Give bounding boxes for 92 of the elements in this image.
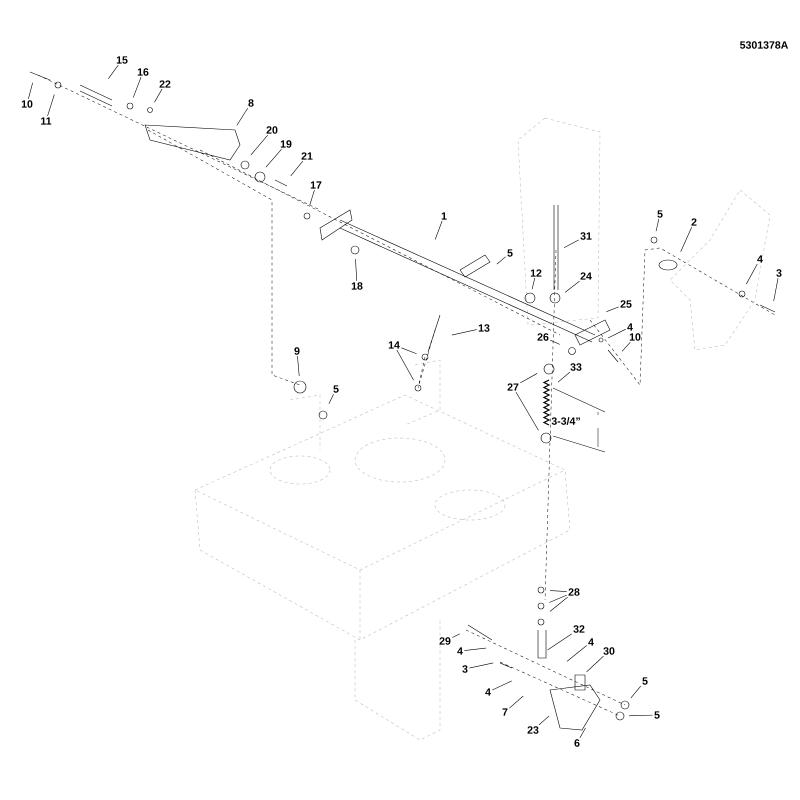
leader-line <box>28 82 33 100</box>
callout-number: 26 <box>538 333 548 341</box>
leader-line <box>628 714 653 716</box>
leader-line <box>580 728 586 738</box>
callout-number: 27 <box>508 383 518 391</box>
callout-number: 13 <box>478 324 490 332</box>
leader-line <box>250 134 268 156</box>
leader-line <box>606 306 620 312</box>
callout-number: 21 <box>302 152 313 160</box>
leader-line <box>47 94 55 116</box>
callout-number: 9 <box>294 347 300 355</box>
callout-number: 29 <box>440 637 450 645</box>
leader-line <box>516 392 539 431</box>
callout-number: 10 <box>22 100 32 108</box>
leader-line <box>520 373 538 384</box>
leader-line <box>309 190 315 206</box>
leader-line <box>773 278 778 302</box>
leader-line <box>469 662 494 668</box>
callout-number: 5 <box>657 210 663 218</box>
leader-line <box>297 356 300 376</box>
callout-number: 24 <box>580 272 592 280</box>
callout-number: 3 <box>776 269 782 277</box>
callout-number: 7 <box>502 708 508 716</box>
leader-line <box>452 634 460 638</box>
callout-number: 14 <box>388 341 400 349</box>
leader-line <box>108 64 119 79</box>
callout-number: 5 <box>642 677 648 685</box>
callout-number: 15 <box>116 56 128 64</box>
callout-number: 4 <box>757 255 763 263</box>
leader-line <box>680 226 692 252</box>
callout-number: 31 <box>580 232 592 240</box>
leader-line <box>434 220 442 240</box>
leader-line <box>564 240 580 248</box>
dimension-text: 3-3/4” <box>552 417 580 425</box>
callout-number: 4 <box>627 323 633 331</box>
leader-line <box>558 372 570 382</box>
leader-line <box>566 645 587 662</box>
leader-line <box>746 264 758 284</box>
callout-number: 28 <box>568 588 580 596</box>
leader-line <box>656 218 660 232</box>
callout-number: 17 <box>310 181 322 189</box>
part-number: 5301378A <box>740 41 788 49</box>
callout-number: 1 <box>442 212 447 220</box>
callout-number: 6 <box>574 739 580 747</box>
callout-number: 32 <box>573 625 584 633</box>
callout-number: 5 <box>333 385 339 393</box>
leader-line <box>509 696 524 708</box>
callout-number: 18 <box>352 282 363 290</box>
callout-number: 19 <box>280 140 292 148</box>
leader-line <box>400 348 417 354</box>
leader-line <box>550 340 560 345</box>
callout-number: 4 <box>588 638 594 646</box>
callout-number: 11 <box>41 117 52 125</box>
callout-number: 16 <box>138 68 148 76</box>
leader-line <box>532 278 536 290</box>
callout-number: 12 <box>530 269 542 277</box>
leader-line <box>154 88 162 102</box>
callout-number: 2 <box>691 218 697 226</box>
leader-line <box>452 329 478 336</box>
leader-line <box>464 648 486 651</box>
leader-line <box>396 350 414 380</box>
leader-line <box>355 258 358 282</box>
callout-number: 23 <box>528 726 538 734</box>
callout-number: 4 <box>457 647 463 655</box>
callout-number: 5 <box>654 711 660 719</box>
leader-line <box>492 680 512 690</box>
leader-line <box>236 108 248 126</box>
leader-line <box>586 656 604 672</box>
callout-number: 22 <box>160 80 170 88</box>
leader-line <box>547 634 572 650</box>
leader-line <box>496 256 506 264</box>
callout-number: 30 <box>603 647 614 655</box>
leader-line <box>132 76 142 98</box>
leader-line <box>328 394 334 404</box>
callout-number: 3 <box>462 665 468 673</box>
leader-line <box>549 594 568 603</box>
callout-number: 20 <box>266 126 278 134</box>
callout-number: 10 <box>630 333 640 341</box>
leader-line <box>630 686 642 698</box>
leader-line <box>564 280 580 293</box>
leader-line <box>538 716 550 726</box>
callout-number: 4 <box>485 688 491 696</box>
leader-line <box>290 160 304 176</box>
leader-line <box>550 590 568 592</box>
leader-line <box>266 148 282 168</box>
callout-number: 33 <box>570 363 582 371</box>
callout-number: 8 <box>248 99 254 107</box>
leader-line <box>622 342 631 352</box>
leader-line <box>608 328 626 338</box>
callout-number: 25 <box>620 300 632 308</box>
callout-number: 5 <box>507 249 513 257</box>
leader-line <box>550 596 568 612</box>
